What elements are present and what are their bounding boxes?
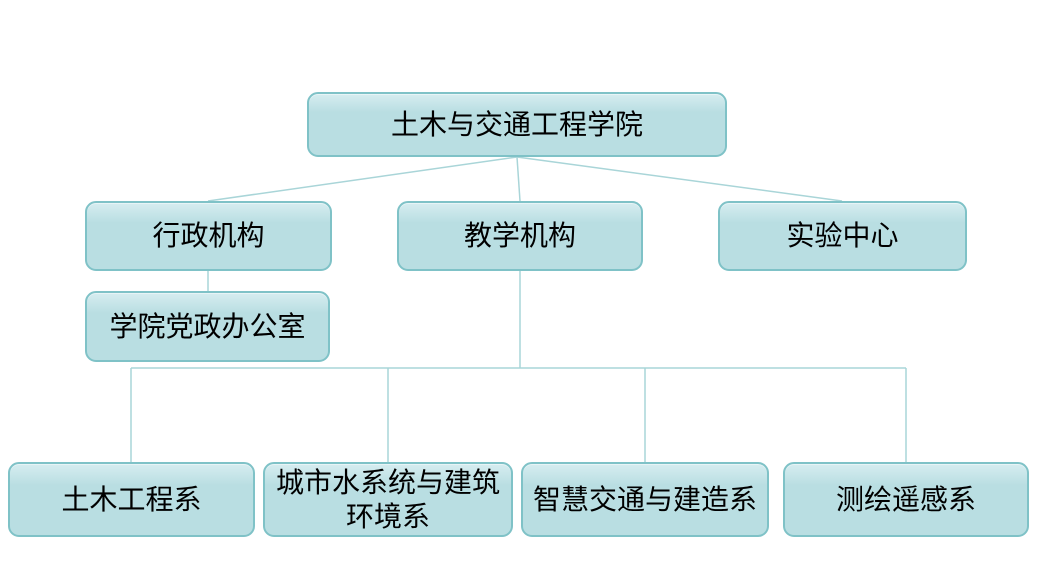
org-node-transport-dept: 智慧交通与建造系: [521, 462, 769, 537]
org-node-lab-center: 实验中心: [718, 201, 967, 271]
org-node-survey-dept-label: 测绘遥感系: [835, 482, 976, 516]
org-node-party-office: 学院党政办公室: [85, 291, 330, 362]
org-node-teaching-org: 教学机构: [397, 201, 643, 271]
org-node-teaching-org-label: 教学机构: [463, 219, 576, 253]
org-node-party-office-label: 学院党政办公室: [109, 309, 306, 343]
org-node-admin-org-label: 行政机构: [152, 219, 265, 253]
connector-root-to-teaching: [516, 156, 521, 202]
connector-root-to-lab: [516, 156, 843, 202]
org-node-water-dept: 城市水系统与建筑环境系: [263, 462, 513, 537]
org-node-lab-center-label: 实验中心: [786, 219, 899, 253]
org-node-survey-dept: 测绘遥感系: [783, 462, 1029, 537]
connector-root-to-admin: [207, 156, 518, 202]
org-node-college-label: 土木与交通工程学院: [390, 107, 643, 141]
org-node-civil-dept: 土木工程系: [8, 462, 255, 537]
org-node-water-dept-label: 城市水系统与建筑环境系: [275, 465, 500, 533]
org-node-college: 土木与交通工程学院: [307, 92, 727, 157]
org-node-admin-org: 行政机构: [85, 201, 332, 271]
org-node-civil-dept-label: 土木工程系: [61, 482, 202, 516]
org-node-transport-dept-label: 智慧交通与建造系: [532, 482, 757, 516]
